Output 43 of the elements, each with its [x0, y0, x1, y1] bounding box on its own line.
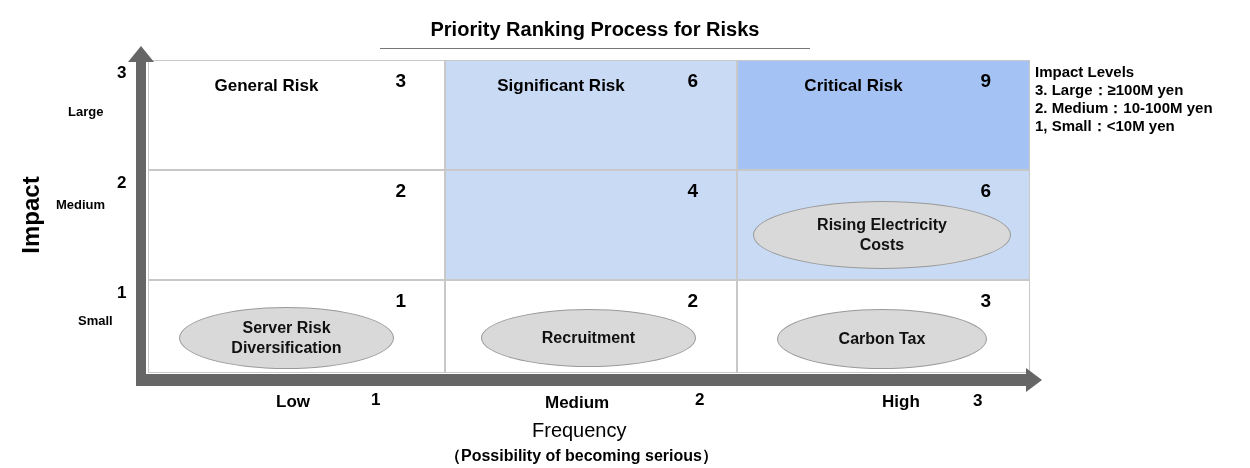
axis-tick-label: 1: [371, 389, 381, 411]
matrix-cell: [445, 280, 737, 373]
axis-title: Impact: [15, 176, 45, 254]
risk-ellipse: Recruitment: [481, 309, 696, 367]
matrix-cell: [148, 60, 445, 170]
axis-tick-label: Low: [276, 391, 310, 413]
axis-subtitle: （Possibility of becoming serious）: [445, 446, 718, 466]
axis-tick-label: 1: [117, 282, 127, 304]
score: 1: [395, 289, 406, 313]
legend-entry: 3. Large：≥100M yen: [1035, 81, 1184, 100]
risk-ellipse: Rising Electricity Costs: [753, 201, 1011, 269]
score: 2: [395, 179, 406, 203]
risk-ellipse: Carbon Tax: [777, 309, 987, 369]
matrix-cell: [445, 60, 737, 170]
axis-tick-label: Medium: [56, 197, 106, 214]
score: 4: [687, 179, 698, 203]
score: 6: [687, 69, 698, 93]
axis-title: Frequency: [532, 418, 627, 443]
risk-category: Critical Risk: [803, 75, 904, 97]
axis-tick-label: 2: [117, 172, 127, 194]
axis-tick-label: Medium: [545, 392, 610, 414]
risk-category: Significant Risk: [496, 75, 626, 97]
legend-title: Impact Levels: [1035, 63, 1135, 82]
matrix-cell: [148, 170, 445, 280]
legend-entry: 1, Small：<10M yen: [1035, 117, 1175, 136]
matrix-cell: [737, 170, 1030, 280]
score: 6: [980, 179, 991, 203]
matrix-cell: [737, 60, 1030, 170]
score: 3: [395, 69, 406, 93]
axis-tick-label: Small: [78, 313, 113, 330]
axis-tick-label: High: [882, 391, 920, 413]
axis-tick-label: 2: [695, 389, 705, 411]
axis-tick-label: 3: [973, 390, 983, 412]
chart-title: Priority Ranking Process for Risks: [380, 14, 810, 49]
risk-ellipse: Server Risk Diversification: [179, 307, 394, 369]
matrix-cell: [148, 280, 445, 373]
score: 9: [980, 69, 991, 93]
matrix-cell: [445, 170, 737, 280]
axis-tick-label: 3: [117, 62, 127, 84]
legend-entry: 2. Medium：10-100M yen: [1035, 99, 1213, 118]
axis-tick-label: Large: [68, 104, 104, 121]
matrix-cell: [737, 280, 1030, 373]
risk-category: General Risk: [213, 75, 320, 97]
